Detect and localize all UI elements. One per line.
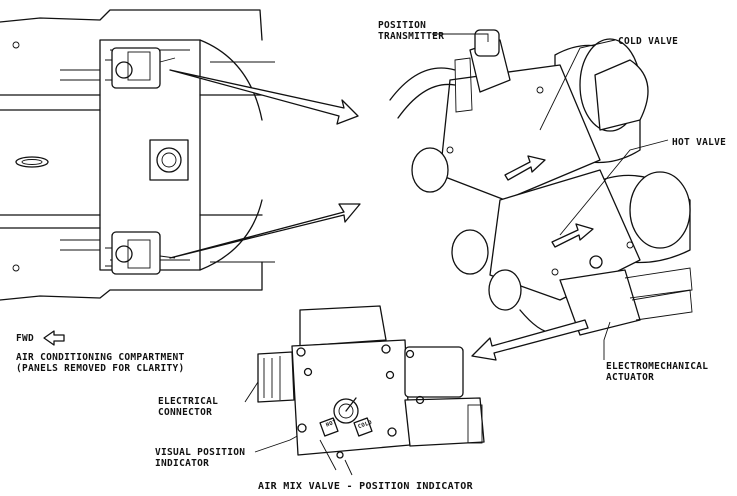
label-compartment: AIR CONDITIONING COMPARTMENT (PANELS REM… <box>16 352 185 374</box>
label-position-transmitter-line1: POSITION <box>378 20 427 31</box>
label-hot-valve: HOT VALVE <box>672 137 727 148</box>
position-indicator-detail <box>257 305 485 476</box>
detail-callout-arrow <box>471 319 589 361</box>
label-connector-line2: CONNECTOR <box>158 407 213 418</box>
label-compartment-line2: (PANELS REMOVED FOR CLARITY) <box>16 363 185 374</box>
compartment-overview <box>0 9 275 301</box>
label-position-transmitter: POSITION TRANSMITTER <box>378 20 444 42</box>
label-electrical-connector: ELECTRICAL CONNECTOR <box>158 396 218 418</box>
fwd-arrow-icon <box>43 330 65 346</box>
label-position-transmitter-line2: TRANSMITTER <box>378 31 445 42</box>
label-actuator-line1: ELECTROMECHANICAL <box>606 361 709 372</box>
label-indicator-line2: INDICATOR <box>155 458 210 469</box>
label-actuator: ELECTROMECHANICAL ACTUATOR <box>606 361 708 383</box>
label-indicator-line1: VISUAL POSITION <box>155 447 246 458</box>
diagram-title: AIR MIX VALVE - POSITION INDICATOR <box>258 481 473 492</box>
label-cold-valve: COLD VALVE <box>618 36 679 47</box>
label-connector-line1: ELECTRICAL <box>158 396 219 407</box>
label-actuator-line2: ACTUATOR <box>606 372 655 383</box>
callout-arrows <box>169 69 361 259</box>
air-mix-valve-assembly <box>389 29 693 336</box>
label-visual-indicator: VISUAL POSITION INDICATOR <box>155 447 245 469</box>
label-compartment-line1: AIR CONDITIONING COMPARTMENT <box>16 352 185 363</box>
label-fwd: FWD <box>16 333 35 344</box>
